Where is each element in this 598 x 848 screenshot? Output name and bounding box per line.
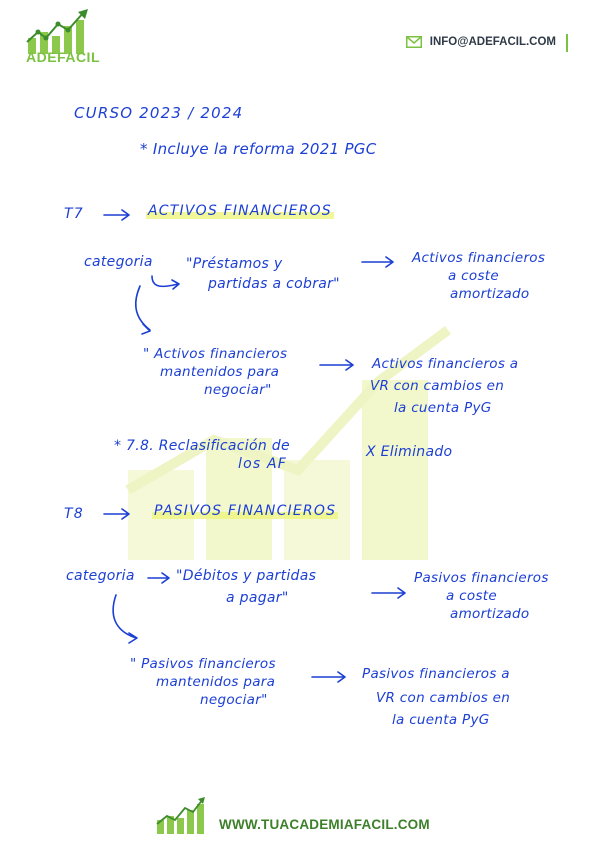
footer-website-link[interactable]: WWW.TUACADEMIAFACIL.COM [219, 817, 430, 832]
t8-result-a-line1: Pasivos financieros [414, 570, 549, 586]
t8-result-b-line2: VR con cambios en [376, 690, 511, 706]
t7-title: ACTIVOS FINANCIEROS [146, 203, 334, 219]
t7-label: T7 [64, 206, 84, 222]
t7-category-a-line1: "Préstamos y [186, 256, 283, 272]
t8-title-text: PASIVOS FINANCIEROS [152, 503, 339, 519]
adefacil-logo [26, 9, 88, 54]
t7-eliminated-note: X Eliminado [366, 444, 453, 460]
t8-category-b-line1: " Pasivos financieros [130, 656, 276, 672]
t7-reclass-note-line1: * 7.8. Reclasificación de [114, 438, 290, 454]
t7-category-label: categoria [84, 254, 153, 270]
t7-title-text: ACTIVOS FINANCIEROS [146, 203, 334, 219]
t8-result-a-line3: amortizado [450, 606, 530, 622]
t7-category-a-line2: partidas a cobrar" [208, 276, 340, 292]
course-year: CURSO 2023 / 2024 [74, 104, 244, 122]
t8-category-label: categoria [66, 568, 135, 584]
t7-category-b-line2: mantenidos para [160, 364, 280, 380]
t8-label: T8 [64, 506, 84, 522]
t8-result-a-line2: a coste [446, 588, 497, 604]
t7-result-b-line3: la cuenta PyG [394, 400, 492, 416]
header-email[interactable]: INFO@ADEFACIL.COM [405, 36, 556, 48]
brand-name: ADEFACIL [26, 49, 100, 65]
header-divider [566, 34, 568, 52]
reform-note: * Incluye la reforma 2021 PGC [140, 140, 377, 158]
t8-result-b-line3: la cuenta PyG [392, 712, 490, 728]
t7-reclass-note-line2: los AF [238, 456, 288, 472]
t7-result-a-line3: amortizado [450, 286, 530, 302]
t8-category-b-line2: mantenidos para [156, 674, 276, 690]
email-text[interactable]: INFO@ADEFACIL.COM [429, 36, 556, 48]
t8-category-a-line2: a pagar" [226, 590, 289, 606]
t7-result-b-line1: Activos financieros a [372, 356, 519, 372]
t7-result-a-line2: a coste [448, 268, 499, 284]
mail-icon [405, 36, 422, 48]
t8-category-b-line3: negociar" [200, 692, 268, 708]
t7-category-b-line3: negociar" [204, 382, 272, 398]
footer: WWW.TUACADEMIAFACIL.COM [155, 796, 430, 836]
footer-logo [156, 797, 205, 834]
t8-category-a-line1: "Débitos y partidas [176, 568, 317, 584]
t7-category-b-line1: " Activos financieros [143, 346, 288, 362]
t7-result-a-line1: Activos financieros [412, 250, 546, 266]
t8-title: PASIVOS FINANCIEROS [152, 503, 339, 519]
t7-result-b-line2: VR con cambios en [370, 378, 505, 394]
t8-result-b-line1: Pasivos financieros a [362, 666, 510, 682]
